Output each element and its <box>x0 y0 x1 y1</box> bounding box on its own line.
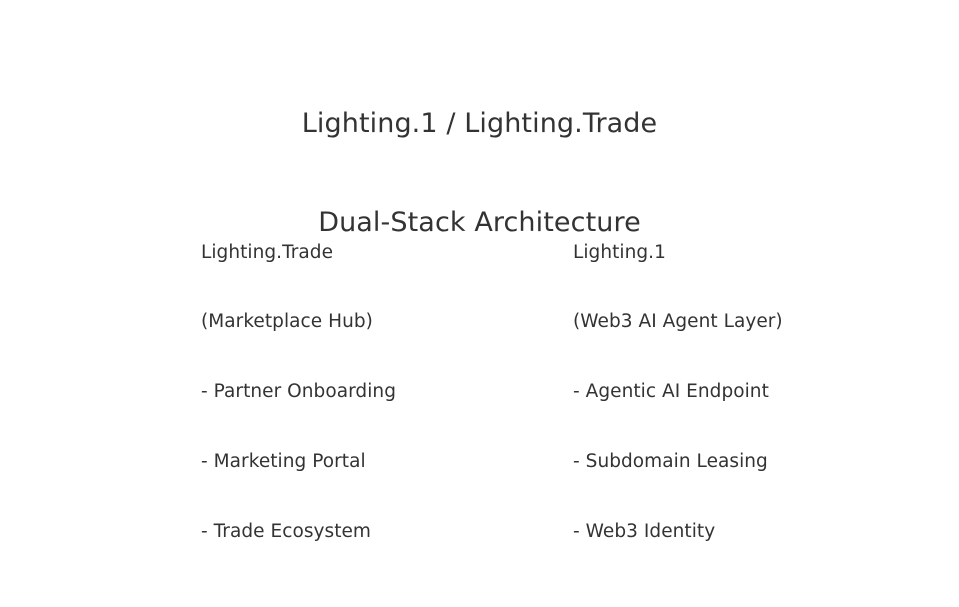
stack-role-lighting-trade: (Marketplace Hub) <box>201 311 373 333</box>
stack-name-lighting-1: Lighting.1 <box>573 241 666 263</box>
stack-feature-item: - Marketing Portal <box>201 451 366 473</box>
stack-feature-item: - Trade Ecosystem <box>201 521 371 543</box>
figure-title: Lighting.1 / Lighting.Trade Dual-Stack A… <box>0 41 959 305</box>
stack-role-lighting-1: (Web3 AI Agent Layer) <box>573 311 783 333</box>
figure-title-line-2: Dual-Stack Architecture <box>318 207 641 238</box>
stack-column-lighting-trade: Lighting.Trade (Marketplace Hub) - Partn… <box>201 194 396 590</box>
stack-feature-item: - Web3 Identity <box>573 521 716 543</box>
stack-feature-item: - Subdomain Leasing <box>573 451 768 473</box>
stack-feature-item: - Agentic AI Endpoint <box>573 381 769 403</box>
stack-name-lighting-trade: Lighting.Trade <box>201 241 334 263</box>
stack-column-lighting-1: Lighting.1 (Web3 AI Agent Layer) - Agent… <box>573 194 783 590</box>
figure-title-line-1: Lighting.1 / Lighting.Trade <box>301 108 658 139</box>
stack-feature-item: - Partner Onboarding <box>201 381 396 403</box>
